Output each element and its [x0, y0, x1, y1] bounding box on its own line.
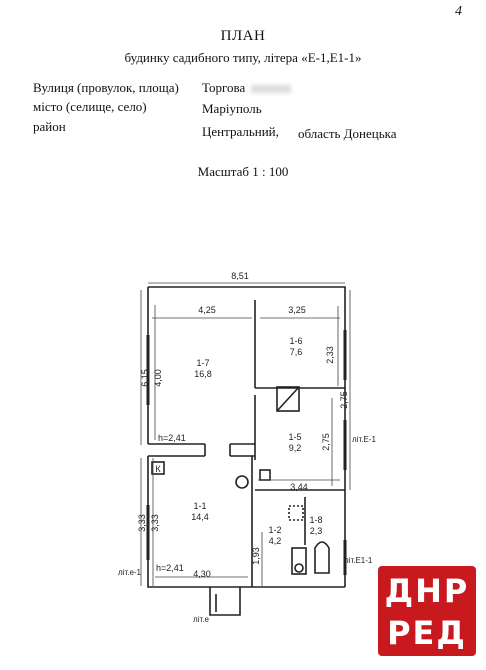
dim-left-outer: 6,15	[140, 369, 150, 387]
room-1-2-id: 1-2	[268, 525, 281, 535]
dim-mid: 3,44	[290, 482, 308, 492]
dim-hall: 1,93	[251, 547, 261, 565]
lit-e1-left-label: літ.е-1	[118, 568, 142, 577]
city-label: місто (селище, село)	[33, 99, 147, 114]
room-1-5-area: 9,2	[289, 443, 302, 453]
height-lower: h=2,41	[156, 563, 184, 573]
street-label: Вулиця (провулок, площа)	[33, 80, 179, 95]
street-value: Торгова	[202, 80, 292, 96]
room-1-8-area: 2,3	[310, 526, 323, 536]
kitchen-mark: К	[155, 464, 161, 474]
district-value: Центральний,	[202, 124, 279, 139]
room-1-6-id: 1-6	[289, 336, 302, 346]
height-upper: h=2,41	[158, 433, 186, 443]
dim-right-outer: 2,75	[339, 391, 349, 409]
page-number: 4	[455, 4, 462, 19]
lit-e11-label: літ.Е1-1	[344, 556, 373, 565]
lit-e-label: літ.е	[193, 615, 209, 624]
lit-e1-label: літ.Е-1	[352, 435, 376, 444]
watermark-logo: ДНР РЕД	[378, 566, 476, 656]
document-subtitle: будинку садибного типу, літера «Е-1,Е1-1…	[124, 50, 362, 65]
region-value: область Донецька	[298, 126, 397, 141]
document-title: ПЛАН	[220, 28, 266, 44]
dim-top-left: 4,25	[198, 305, 216, 315]
dim-left-lower-a: 3,33	[137, 514, 147, 532]
room-1-5-id: 1-5	[288, 432, 301, 442]
dim-right-inner: 2,75	[321, 433, 331, 451]
dim-left-lower-b: 3,33	[150, 514, 160, 532]
room-1-7-id: 1-7	[196, 358, 209, 368]
room-1-7-area: 16,8	[194, 369, 212, 379]
logo-line-2: РЕД	[387, 614, 467, 652]
dim-right-upper: 2,33	[325, 346, 335, 364]
room-1-8-id: 1-8	[309, 515, 322, 525]
room-1-1-area: 14,4	[191, 512, 209, 522]
district-label: район	[33, 119, 66, 134]
dim-left-inner: 4,00	[153, 369, 163, 387]
room-1-2-area: 4,2	[269, 536, 282, 546]
room-1-1-id: 1-1	[193, 501, 206, 511]
dim-bottom: 4,30	[193, 569, 211, 579]
city-value: Маріуполь	[202, 101, 262, 116]
logo-line-1: ДНР	[384, 572, 470, 610]
room-1-6-area: 7,6	[290, 347, 303, 357]
scale-label: Масштаб 1 : 100	[197, 164, 289, 179]
dim-total-width: 8,51	[231, 271, 249, 281]
dim-top-right: 3,25	[288, 305, 306, 315]
